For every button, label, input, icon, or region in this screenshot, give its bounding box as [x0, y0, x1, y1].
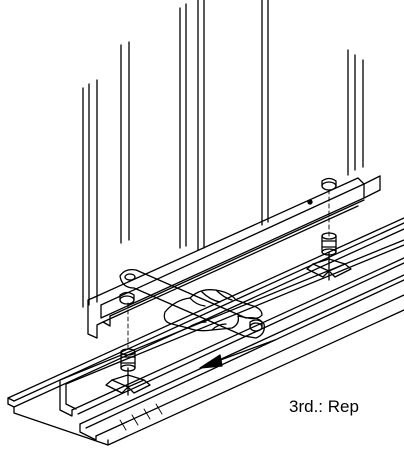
floor-rail [7, 217, 404, 446]
wrench-icon [119, 268, 265, 339]
hand-icon [163, 289, 263, 332]
wall-panels [82, 0, 364, 308]
direction-arrow-icon [199, 339, 276, 369]
spacer-icon [105, 348, 151, 396]
spacer-icon-right [306, 232, 352, 281]
bolt-left [119, 291, 135, 305]
rail-hatching [119, 403, 163, 431]
rivet [307, 199, 313, 205]
upper-profile [87, 175, 381, 339]
alignment-lines [127, 189, 330, 353]
bolt-right [321, 177, 337, 191]
step-caption: 3rd.: Rep [289, 397, 359, 416]
